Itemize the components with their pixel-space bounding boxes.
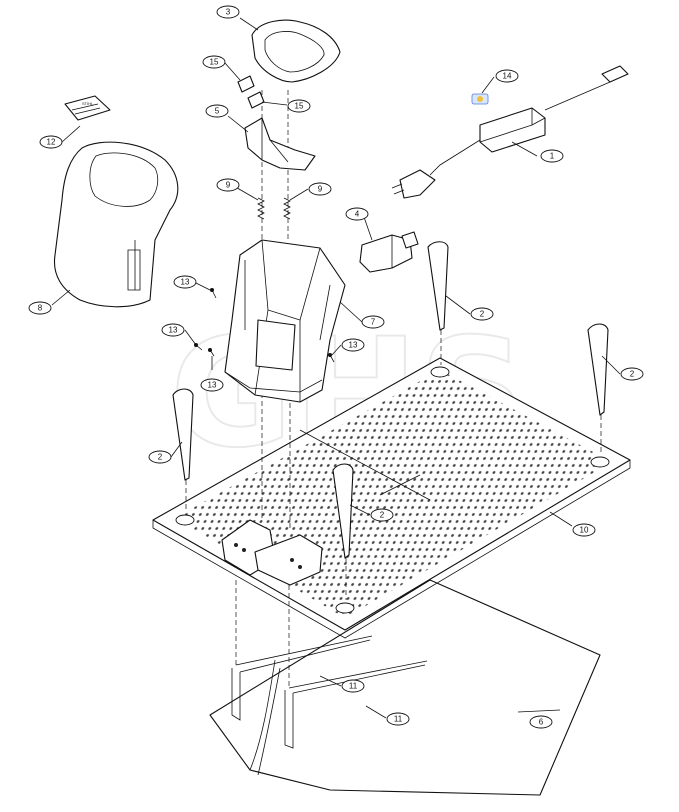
top-cover-frame bbox=[251, 19, 341, 83]
callout-13b: 13 bbox=[161, 323, 185, 337]
callout-label: 13 bbox=[181, 278, 190, 287]
callout-15a: 15 bbox=[202, 55, 226, 69]
callout-1: 1 bbox=[540, 149, 564, 163]
callout-2a: 2 bbox=[470, 307, 494, 321]
label-sticker-brand: STIHL bbox=[82, 101, 94, 106]
callout-labels: 1 2 2 2 2 3 4 5 6 7 8 9 9 10 11 11 12 13… bbox=[28, 5, 644, 729]
ground-pegs bbox=[172, 241, 609, 559]
callout-11b: 11 bbox=[386, 712, 410, 726]
callout-5: 5 bbox=[205, 104, 229, 118]
springs bbox=[257, 197, 291, 220]
callout-label: 5 bbox=[215, 107, 220, 116]
callout-2d: 2 bbox=[370, 508, 394, 522]
label-sticker: STIHL bbox=[64, 95, 111, 121]
ground-sheet bbox=[209, 579, 601, 796]
callout-7: 7 bbox=[361, 315, 385, 329]
base-plate bbox=[152, 357, 631, 639]
callout-13c: 13 bbox=[200, 378, 224, 392]
guide-rods bbox=[231, 635, 428, 749]
callout-3: 3 bbox=[216, 5, 240, 19]
callout-label: 13 bbox=[349, 341, 358, 350]
callout-label: 2 bbox=[380, 511, 385, 520]
callout-14: 14 bbox=[495, 69, 519, 83]
callout-11a: 11 bbox=[341, 679, 365, 693]
callout-label: 2 bbox=[158, 453, 163, 462]
callout-label: 14 bbox=[503, 72, 512, 81]
callout-label: 9 bbox=[226, 181, 231, 190]
callout-9b: 9 bbox=[308, 182, 332, 196]
callout-label: 2 bbox=[480, 310, 485, 319]
callout-label: 4 bbox=[355, 210, 360, 219]
callout-13d: 13 bbox=[341, 338, 365, 352]
small-sticker bbox=[471, 93, 489, 105]
callout-label: 11 bbox=[394, 715, 403, 724]
callout-9a: 9 bbox=[216, 178, 240, 192]
station-body bbox=[224, 239, 346, 403]
callout-label: 2 bbox=[630, 370, 635, 379]
callout-10: 10 bbox=[572, 523, 596, 537]
callout-6: 6 bbox=[529, 715, 553, 729]
power-supply bbox=[391, 65, 629, 199]
callout-8: 8 bbox=[28, 301, 52, 315]
leader-lines bbox=[51, 17, 621, 719]
clips bbox=[237, 75, 265, 109]
callout-2c: 2 bbox=[148, 450, 172, 464]
callout-13a: 13 bbox=[173, 275, 197, 289]
callout-label: 9 bbox=[318, 185, 323, 194]
callout-label: 13 bbox=[208, 381, 217, 390]
callout-label: 6 bbox=[539, 718, 544, 727]
contact-holder bbox=[244, 117, 316, 171]
callout-label: 15 bbox=[295, 102, 304, 111]
callout-label: 13 bbox=[169, 326, 178, 335]
callout-4: 4 bbox=[345, 207, 369, 221]
callout-label: 10 bbox=[580, 526, 589, 535]
hood-cover bbox=[53, 141, 179, 308]
callout-label: 12 bbox=[47, 138, 56, 147]
callout-label: 11 bbox=[349, 682, 358, 691]
callout-2b: 2 bbox=[620, 367, 644, 381]
callout-label: 8 bbox=[38, 304, 43, 313]
callout-15b: 15 bbox=[287, 99, 311, 113]
callout-label: 3 bbox=[226, 8, 231, 17]
callout-label: 15 bbox=[210, 58, 219, 67]
assembly-lines bbox=[185, 90, 602, 688]
callout-label: 7 bbox=[371, 318, 376, 327]
connector-block bbox=[359, 231, 419, 273]
callout-label: 1 bbox=[550, 152, 555, 161]
callout-12: 12 bbox=[39, 135, 63, 149]
